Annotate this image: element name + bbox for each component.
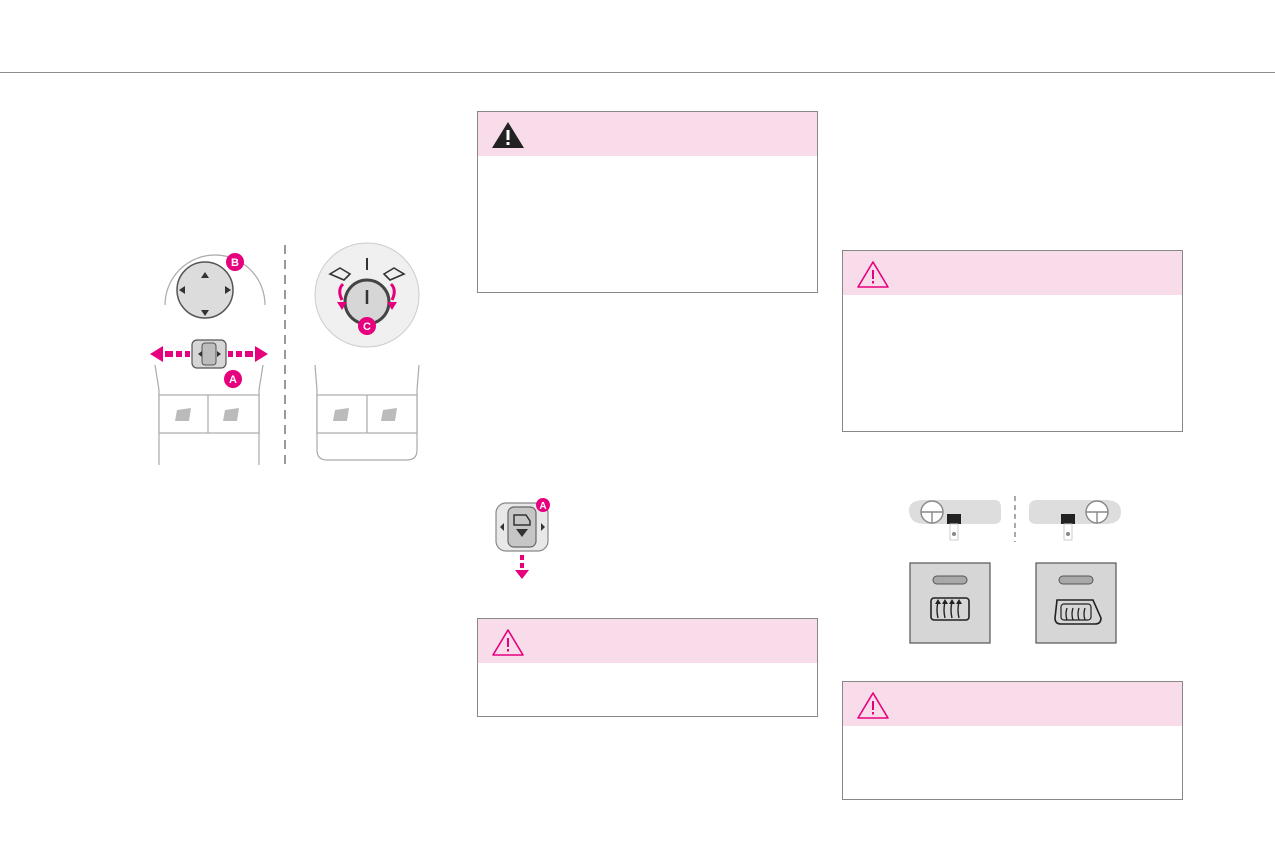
- outline-warning-triangle-icon: [857, 692, 889, 719]
- callout-a: A: [539, 501, 546, 512]
- outline-warning-triangle-icon: [492, 629, 524, 656]
- warning-box-4: [842, 681, 1183, 800]
- callout-a: A: [229, 374, 237, 386]
- header-rule: [0, 72, 1275, 73]
- warning-header: [478, 619, 817, 663]
- outline-warning-triangle-icon: [857, 261, 889, 288]
- warning-header: [843, 251, 1182, 295]
- mirror-demist-icon: [1035, 562, 1117, 644]
- callout-c: C: [363, 321, 371, 333]
- filled-warning-triangle-icon: [492, 122, 524, 148]
- warning-box-3: [842, 250, 1183, 432]
- warning-header: [843, 682, 1182, 726]
- callout-b: B: [231, 257, 239, 269]
- demist-figure: [909, 496, 1121, 644]
- mirror-fold-figure: A: [495, 498, 550, 579]
- mirror-adjustment-figure: B A C: [150, 242, 420, 465]
- warning-box-2: [477, 618, 818, 717]
- rear-screen-demist-icon: [909, 562, 991, 644]
- warning-box-1: [477, 111, 818, 293]
- warning-header: [478, 112, 817, 156]
